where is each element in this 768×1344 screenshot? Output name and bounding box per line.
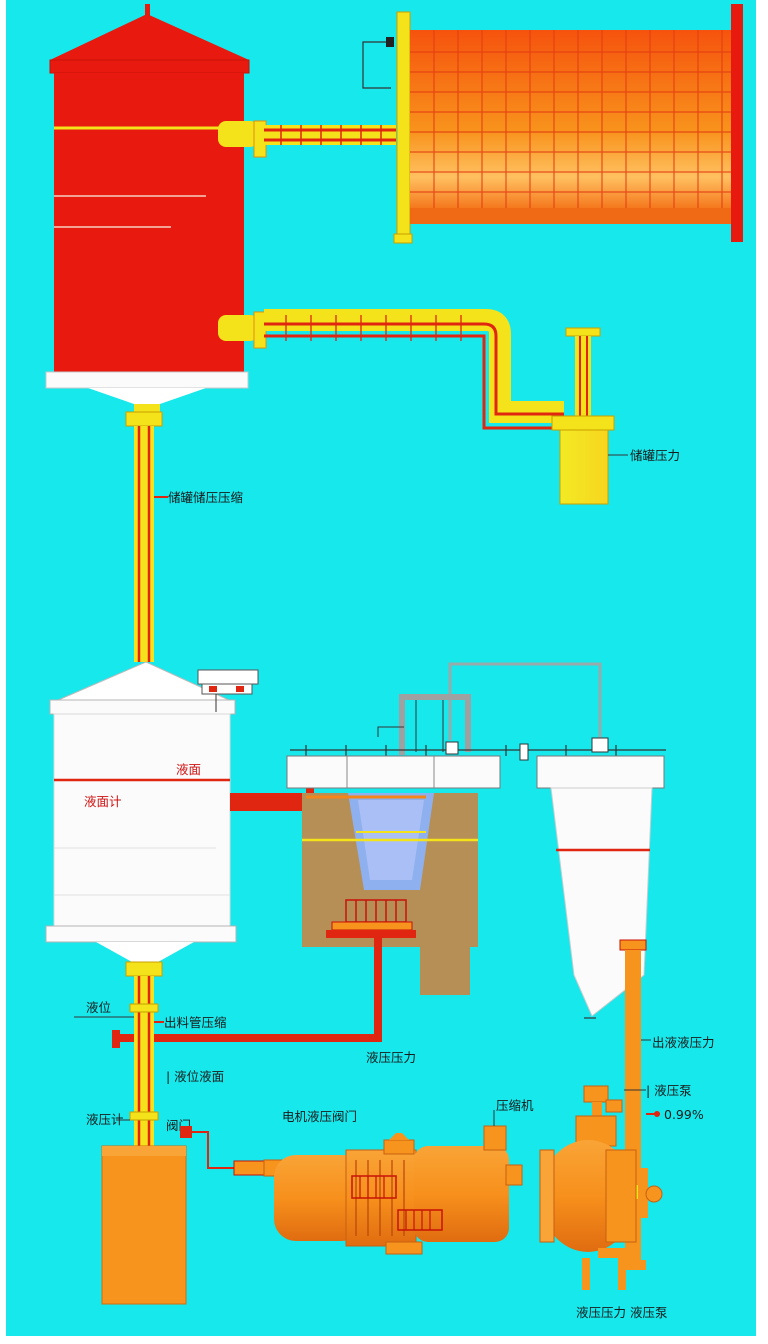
red-tank-outlet-pipe [218, 309, 564, 430]
label-top-pipe: 储罐储压压缩 [168, 490, 243, 505]
diagram-svg: 储罐压力 储罐储压压缩 液面 液面计 [45, 4, 743, 1320]
top-red-tank [45, 4, 250, 412]
label-center-motor: 电机液压阀门 [282, 1109, 357, 1124]
yellow-separator-vessel: 储罐压力 [551, 327, 680, 505]
white-tank-outlet [230, 788, 314, 816]
filter-platform [286, 662, 666, 789]
label-right-percent: 0.99% [664, 1107, 704, 1122]
process-diagram: 储罐压力 储罐储压压缩 液面 液面计 [6, 0, 756, 1336]
left-discharge-pipe: 液位 出料管压缩 | 液位液面 液压计 阀门 [74, 976, 227, 1146]
return-pipe: 液压压力 [112, 938, 416, 1065]
label-left-mid-line: 出料管压缩 [164, 1015, 227, 1030]
compressor-motor: 电机液压阀门 压缩机 [263, 1098, 534, 1255]
orange-receiver-tank [101, 1145, 187, 1305]
label-white-tank-side: 液面计 [84, 794, 122, 809]
olive-settling-tank [302, 793, 478, 995]
label-return-line: 液压压力 [366, 1050, 416, 1065]
label-motor-right: 压缩机 [496, 1098, 534, 1113]
vertical-feed-pipe: 储罐储压压缩 [125, 411, 243, 662]
label-left-valve: 液位 [86, 1000, 111, 1015]
label-right-pipe: 出液液压力 [652, 1035, 715, 1050]
label-left-pump: | 液位液面 [166, 1069, 224, 1084]
label-white-tank-top: 液面 [176, 762, 201, 777]
right-pump: 液压压力 液压泵 [539, 1085, 667, 1320]
white-storage-tank: 液面 液面计 [45, 661, 259, 977]
label-right-pump: | 液压泵 [646, 1083, 692, 1098]
heater-panel [362, 4, 743, 244]
motor-signal-line [180, 1126, 265, 1176]
label-bottom-right: 液压压力 液压泵 [576, 1305, 667, 1320]
label-top-right-vessel: 储罐压力 [630, 448, 680, 463]
top-connector-pipe [218, 120, 396, 158]
label-left-tank: 液压计 [86, 1112, 124, 1127]
